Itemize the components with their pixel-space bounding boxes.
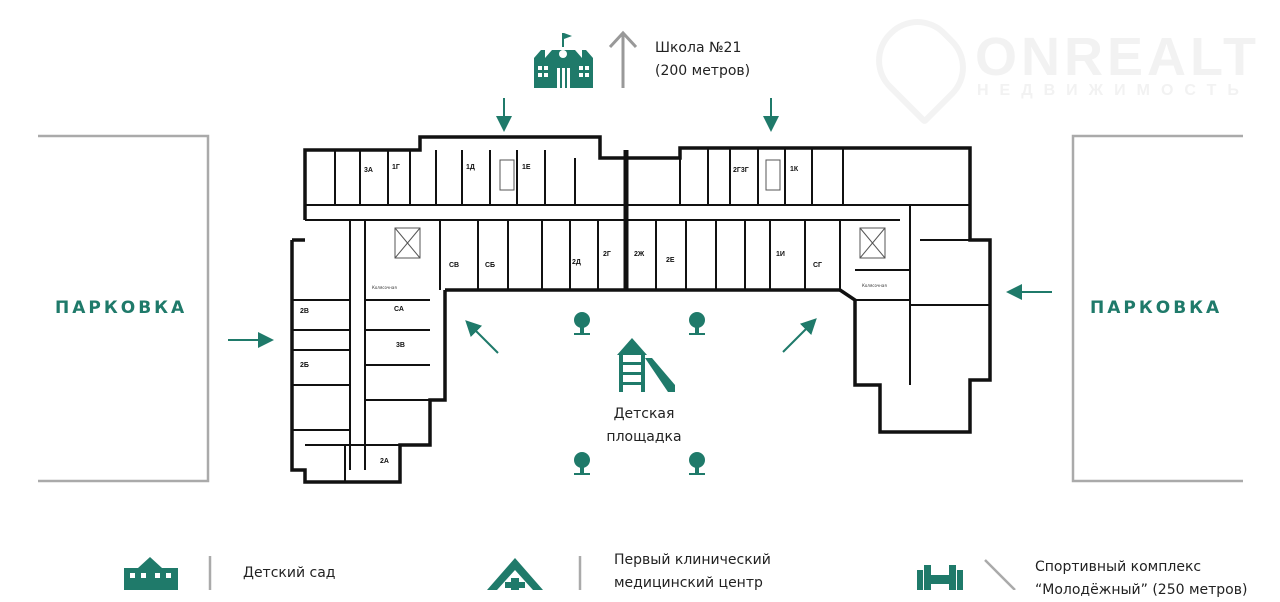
apartment-label: 2Г	[603, 251, 611, 258]
apartment-label: СГ	[813, 262, 823, 269]
school-icon	[534, 33, 593, 88]
school-distance: (200 метров)	[655, 63, 751, 79]
tree-icon	[574, 312, 590, 335]
apartment-label: 2А	[380, 458, 389, 465]
playground-label: Детская площадка	[606, 406, 682, 445]
trees	[574, 312, 705, 475]
building-walls	[290, 135, 992, 484]
entrance-arrow-diag-left	[465, 320, 499, 354]
apartment-label: 2Е	[666, 257, 675, 264]
sports-complex-label: Спортивный комплекс “Молодёжный” (250 ме…	[1035, 559, 1248, 598]
kindergarten-label: Детский сад	[243, 565, 336, 581]
tree-icon	[689, 452, 705, 475]
apartment-label: 1К	[790, 166, 799, 173]
interior-walls	[292, 148, 990, 482]
room-label-stroller: Колясочная	[372, 285, 397, 290]
apartment-label: СА	[394, 306, 404, 313]
tree-icon	[574, 452, 590, 475]
arrow-up-icon	[608, 30, 638, 88]
apartment-label: 1Е	[522, 164, 531, 171]
medical-center-label: Первый клинический медицинский центр	[614, 552, 771, 591]
parking-right-label: ПАРКОВКА	[1090, 298, 1223, 318]
school-label: Школа №21 (200 метров)	[655, 37, 750, 83]
medical-cross-icon	[487, 558, 543, 590]
apartment-label: 1Д	[466, 164, 475, 171]
parking-right-frame	[1071, 134, 1243, 483]
entrance-arrow-diag-right	[782, 318, 817, 353]
tree-icon	[689, 312, 705, 335]
entrance-arrows	[228, 98, 1052, 354]
apartment-label: 2Д	[572, 259, 581, 266]
apartment-label: 2Г3Г	[733, 167, 749, 174]
apartment-label: 1И	[776, 251, 785, 258]
apartment-label: 1Г	[392, 164, 400, 171]
apartment-label: 2Б	[300, 362, 309, 369]
school-name: Школа №21	[655, 40, 742, 56]
apartment-label: СБ	[485, 262, 496, 269]
apartment-label: 3А	[364, 167, 373, 174]
apartment-label: 3В	[396, 342, 405, 349]
parking-left-label: ПАРКОВКА	[55, 298, 188, 318]
kindergarten-icon	[124, 557, 178, 590]
parking-left-frame	[38, 134, 210, 483]
room-label-stroller: Колясочная	[862, 283, 887, 288]
playground-slide-icon	[617, 338, 675, 392]
dumbbell-icon	[917, 565, 963, 590]
apartment-label: СВ	[449, 262, 460, 269]
apartment-label: 2В	[300, 308, 309, 315]
apartment-label: 2Ж	[634, 251, 645, 258]
